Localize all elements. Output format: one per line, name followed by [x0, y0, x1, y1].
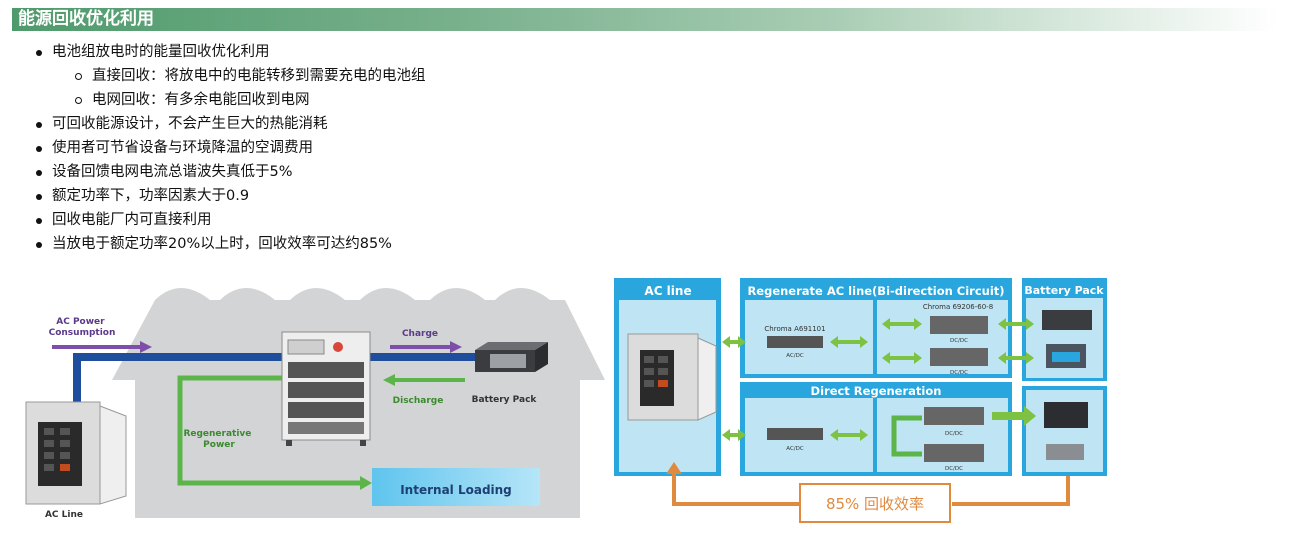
list-item: 直接回收：将放电中的电能转移到需要充电的电池组: [36, 64, 426, 88]
battery-header: Battery Pack: [1024, 284, 1104, 297]
efficiency-box: [799, 483, 951, 523]
ac-power-label-line2: Consumption: [49, 328, 116, 338]
dcdc-device-3: [924, 407, 984, 425]
efficiency-arrowhead: [666, 462, 682, 474]
regenerative-label-line2: Power: [203, 440, 235, 450]
list-item: 电网回收：有多余电能回收到电网: [36, 88, 426, 112]
list-item: 使用者可节省设备与环境降温的空调费用: [36, 136, 426, 160]
ac-power-label: AC Power Consumption: [49, 317, 116, 338]
list-item: 当放电于额定功率20%以上时，回收效率可达约85%: [36, 232, 426, 256]
ac-line-cabinet-icon: [627, 333, 717, 421]
battery-pack-label: Battery Pack: [472, 395, 538, 405]
efficiency-label: 85% 回收效率: [826, 495, 924, 513]
chroma-b-label: Chroma 69206-60-8: [923, 303, 993, 311]
chroma-a-label: Chroma A691101: [764, 325, 825, 333]
direct-green-loop: [891, 415, 922, 457]
list-item: 设备回馈电网电流总谐波失真低于5%: [36, 160, 426, 184]
battery-icon-4: [1046, 444, 1084, 460]
regenerative-label-line1: Regenerative: [183, 429, 251, 439]
ac-line-panel-icon: [25, 401, 127, 505]
battery-icon-2-screen: [1052, 352, 1080, 362]
dcdc-device-4: [924, 444, 984, 462]
battery-icon-3: [1044, 402, 1088, 428]
list-item: 电池组放电时的能量回收优化利用: [36, 40, 426, 64]
charge-label: Charge: [402, 329, 438, 339]
dcdc-label-3: DC/DC: [945, 431, 963, 437]
dcdc-device-1: [930, 316, 988, 334]
section-title-bar: 能源回收优化利用: [12, 8, 1278, 31]
dcdc-label-4: DC/DC: [945, 466, 963, 472]
regen-flow-line: [177, 375, 360, 486]
acdc-label-bottom: AC/DC: [786, 446, 804, 452]
efficiency-loop: [672, 474, 1070, 506]
flow-arrows: [722, 318, 1036, 441]
factory-energy-diagram: Internal Loading AC Line AC Power Consum…: [25, 288, 605, 520]
regen-arrowhead: [360, 476, 372, 490]
list-item: 额定功率下，功率因素大于0.9: [36, 184, 426, 208]
acdc-device-top: [767, 336, 823, 348]
dcdc-label-2: DC/DC: [950, 370, 968, 376]
battery-icon-1: [1042, 310, 1092, 330]
section-title: 能源回收优化利用: [18, 9, 154, 29]
feature-list: 电池组放电时的能量回收优化利用 直接回收：将放电中的电能转移到需要充电的电池组 …: [36, 40, 426, 256]
dcdc-label-1: DC/DC: [950, 338, 968, 344]
regeneration-topology-diagram: AC line Regenerate AC line(Bi-direction …: [614, 278, 1107, 523]
regenerative-cabinet: [281, 331, 371, 446]
direct-header: Direct Regeneration: [811, 384, 942, 398]
ac-power-label-line1: AC Power: [56, 317, 105, 327]
ac-line-header: AC line: [644, 284, 691, 298]
internal-loading-box: [372, 468, 540, 506]
acdc-device-bottom: [767, 428, 823, 440]
list-item: 可回收能源设计，不会产生巨大的热能消耗: [36, 112, 426, 136]
charge-arrowhead: [450, 341, 462, 353]
ac-line-label: AC Line: [45, 510, 83, 520]
dcdc-device-2: [930, 348, 988, 366]
acdc-label-top: AC/DC: [786, 353, 804, 359]
ac-power-arrowhead: [140, 341, 152, 353]
discharge-arrowhead: [383, 374, 395, 386]
regenerative-label: Regenerative Power: [183, 429, 254, 450]
battery-pack-icon: [475, 342, 548, 372]
internal-loading-label: Internal Loading: [400, 483, 512, 497]
discharge-label: Discharge: [393, 396, 444, 406]
list-item: 回收电能厂内可直接利用: [36, 208, 426, 232]
regen-header: Regenerate AC line(Bi-direction Circuit): [747, 284, 1004, 298]
